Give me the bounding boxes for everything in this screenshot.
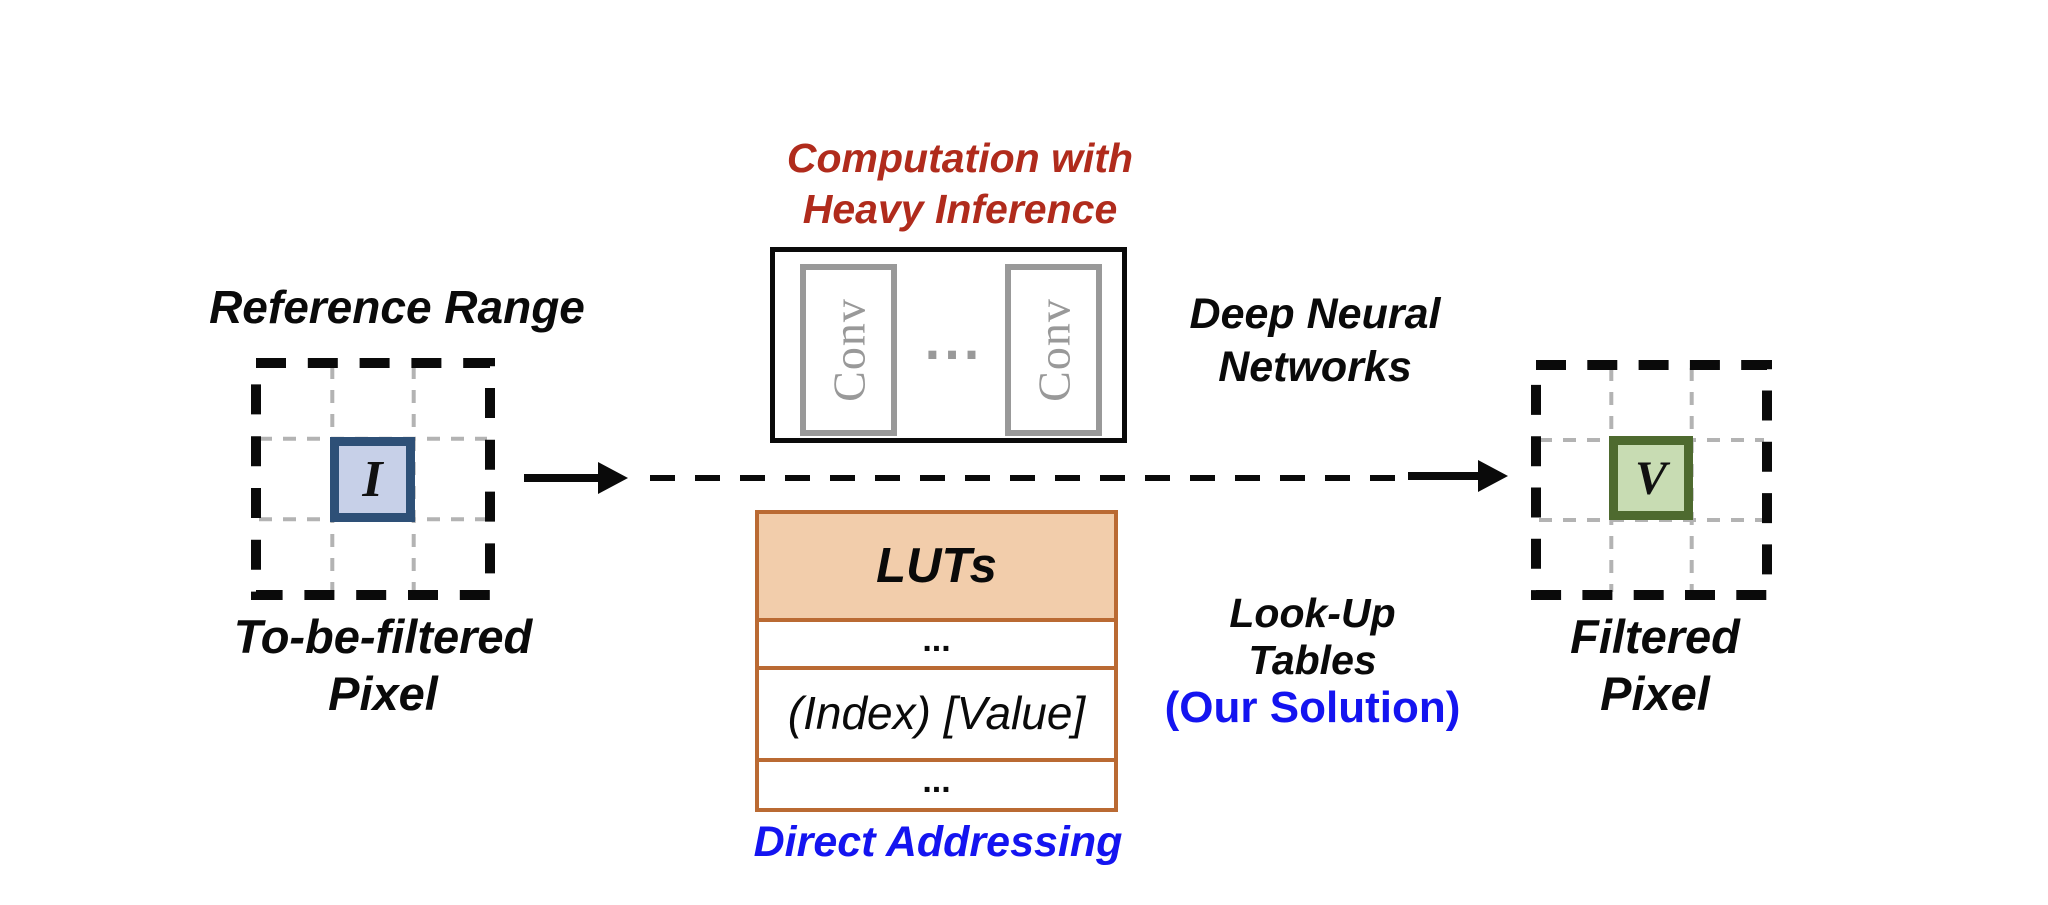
dashed-flow-line — [650, 475, 1396, 481]
lut-row-ellipsis-top: ... — [759, 622, 1114, 670]
filtered-caption-line2: Pixel — [1600, 667, 1710, 720]
to-be-filtered-caption-line2: Pixel — [328, 667, 438, 720]
to-be-filtered-caption: To-be-filtered Pixel — [133, 608, 633, 722]
direct-addressing-caption: Direct Addressing — [753, 818, 1123, 866]
reference-range-title: Reference Range — [209, 281, 585, 333]
lut-row-index-value: (Index) [Value] — [759, 670, 1114, 762]
our-solution-label: (Our Solution) — [1164, 683, 1461, 732]
pixel-i-label: I — [362, 451, 383, 508]
lut-label-line1: Look-Up — [1229, 590, 1396, 636]
left-arrow-head-icon — [598, 462, 628, 494]
conv-ellipsis: ... — [924, 308, 984, 371]
dnn-label-line2: Networks — [1218, 343, 1412, 391]
right-arrow-shaft — [1408, 472, 1478, 480]
lut-row-ellipsis-bottom: ... — [922, 762, 951, 800]
lut-label-line2: Tables — [1248, 637, 1377, 683]
conv-layer-right: Conv — [1005, 264, 1102, 436]
to-be-filtered-caption-line1: To-be-filtered — [233, 610, 533, 663]
look-up-tables-label: Look-Up Tables (Our Solution) — [1150, 590, 1475, 733]
filtered-caption-line1: Filtered — [1570, 610, 1740, 663]
reference-grid-lines — [251, 358, 495, 600]
conv-right-label: Conv — [1028, 298, 1079, 402]
deep-neural-networks-label: Deep Neural Networks — [1165, 288, 1465, 394]
filtered-pixel-caption: Filtered Pixel — [1405, 608, 1905, 722]
lut-table-header: LUTs — [759, 514, 1114, 622]
to-be-filtered-pixel-cell: I — [330, 437, 415, 522]
filtered-grid-lines — [1531, 360, 1772, 600]
lut-table: LUTs ... (Index) [Value] ... — [755, 510, 1118, 812]
computation-heavy-inference-title: Computation with Heavy Inference — [700, 133, 1220, 235]
left-arrow-shaft — [524, 474, 598, 482]
filtered-pixel-grid: V — [1531, 360, 1772, 600]
dnn-box: Conv ... Conv — [770, 247, 1127, 443]
pixel-v-label: V — [1634, 451, 1667, 505]
computation-title-line2: Heavy Inference — [802, 186, 1118, 232]
dnn-label-line1: Deep Neural — [1189, 290, 1441, 338]
filtered-pixel-cell: V — [1609, 436, 1693, 520]
conv-layer-left: Conv — [800, 264, 897, 436]
right-arrow-head-icon — [1478, 460, 1508, 492]
computation-title-line1: Computation with — [786, 135, 1134, 181]
reference-range-grid: I — [251, 358, 495, 600]
conv-left-label: Conv — [823, 298, 874, 402]
